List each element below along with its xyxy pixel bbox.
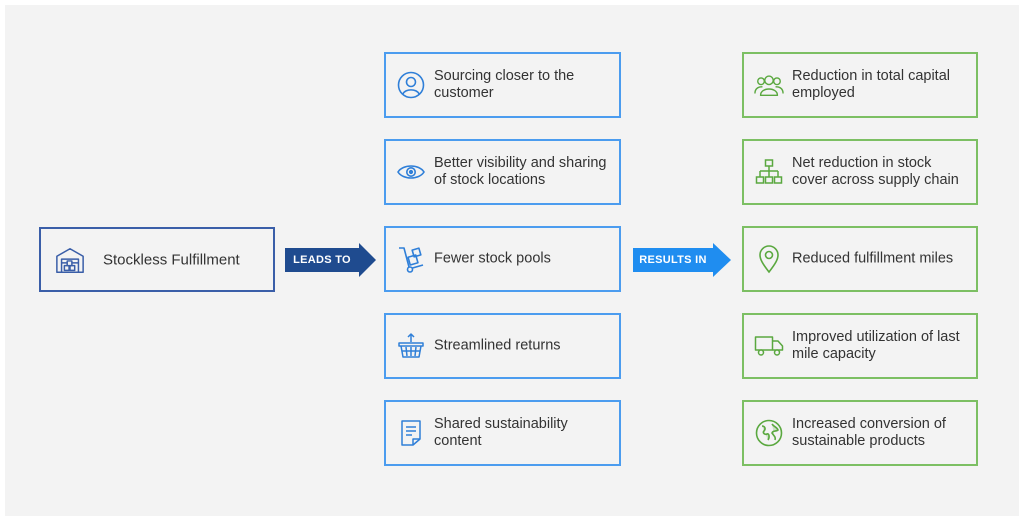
driver-label: Fewer stock pools <box>434 250 551 267</box>
document-icon <box>396 418 426 448</box>
result-box-stock-cover: Net reduction in stock cover across supp… <box>742 139 978 205</box>
driver-box-sourcing: Sourcing closer to the customer <box>384 52 621 118</box>
driver-box-visibility: Better visibility and sharing of stock l… <box>384 139 621 205</box>
people-icon <box>754 70 784 100</box>
driver-box-sustainability: Shared sustainability content <box>384 400 621 466</box>
warehouse-icon <box>55 245 85 275</box>
user-circle-icon <box>396 70 426 100</box>
driver-box-returns: Streamlined returns <box>384 313 621 379</box>
driver-box-stock-pools: Fewer stock pools <box>384 226 621 292</box>
leads-to-arrowhead <box>359 243 376 277</box>
result-label: Reduction in total capital employed <box>792 68 950 101</box>
eye-icon <box>396 157 426 187</box>
driver-label: Sourcing closer to the customer <box>434 68 575 101</box>
results-in-label: RESULTS IN <box>633 248 713 272</box>
result-label: Net reduction in stock cover across supp… <box>792 155 959 188</box>
result-box-conversion: Increased conversion of sustainable prod… <box>742 400 978 466</box>
result-label: Improved utilization of last mile capaci… <box>792 329 960 362</box>
basket-icon <box>396 331 426 361</box>
globe-icon <box>754 418 784 448</box>
hierarchy-icon <box>754 157 784 187</box>
result-label: Increased conversion of sustainable prod… <box>792 416 946 449</box>
truck-icon <box>754 331 784 361</box>
results-in-arrow: RESULTS IN <box>633 243 731 277</box>
result-box-last-mile: Improved utilization of last mile capaci… <box>742 313 978 379</box>
source-label: Stockless Fulfillment <box>103 251 240 268</box>
driver-label: Better visibility and sharing of stock l… <box>434 155 607 188</box>
map-pin-icon <box>754 244 784 274</box>
results-in-arrowhead <box>713 243 731 277</box>
result-box-miles: Reduced fulfillment miles <box>742 226 978 292</box>
leads-to-arrow: LEADS TO <box>285 243 376 277</box>
result-label: Reduced fulfillment miles <box>792 250 954 267</box>
hand-truck-icon <box>396 244 426 274</box>
result-box-capital: Reduction in total capital employed <box>742 52 978 118</box>
leads-to-label: LEADS TO <box>285 248 359 272</box>
driver-label: Shared sustainability content <box>434 416 568 449</box>
source-box: Stockless Fulfillment <box>39 227 275 292</box>
driver-label: Streamlined returns <box>434 337 561 354</box>
